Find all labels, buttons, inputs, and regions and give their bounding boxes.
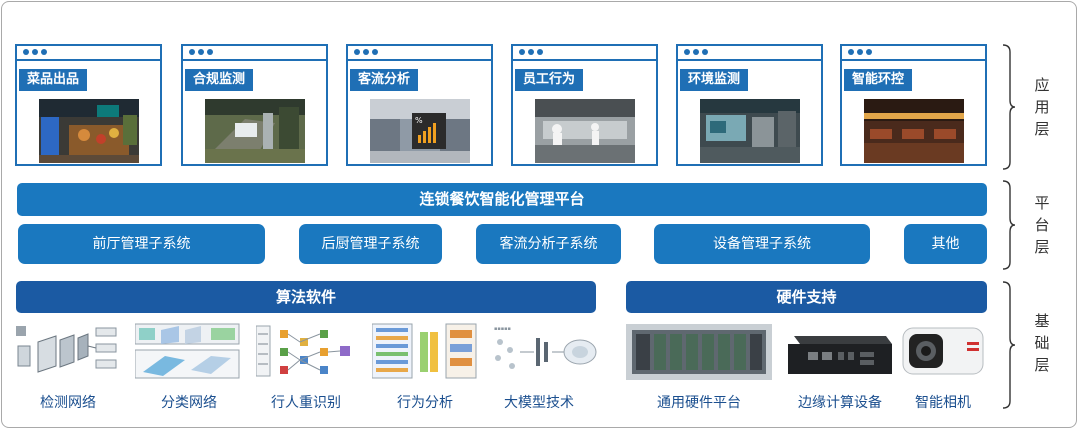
svg-text:%: %: [415, 116, 423, 125]
window-titlebar: [513, 46, 656, 61]
window-titlebar: [678, 46, 821, 61]
window-dot-icon: [207, 49, 213, 55]
application-layer-label: 应用层: [1033, 74, 1051, 140]
algo-label-large-model: 大模型技术: [479, 392, 599, 412]
subsystem-other[interactable]: 其他: [904, 224, 987, 264]
platform-layer-bracket: [1002, 180, 1016, 270]
app-window-traffic[interactable]: 客流分析 %: [346, 44, 493, 166]
application-layer-bracket: [1002, 44, 1016, 170]
window-dot-icon: [684, 49, 690, 55]
edge-device-photo: [786, 326, 894, 376]
env-kitchen-photo: [700, 99, 800, 163]
hw-label-camera: 智能相机: [883, 392, 1003, 412]
hw-label-edge: 边缘计算设备: [780, 392, 900, 412]
window-dot-icon: [537, 49, 543, 55]
app-window-environment[interactable]: 环境监测: [676, 44, 823, 166]
behavior-analysis-figure: [372, 322, 478, 380]
detection-network-figure: [16, 322, 120, 380]
app-label: 智能环控: [844, 69, 912, 91]
foundation-layer-label: 基础层: [1033, 310, 1051, 376]
person-reid-figure: [256, 322, 356, 380]
window-dot-icon: [41, 49, 47, 55]
window-dot-icon: [354, 49, 360, 55]
subsystem-front-hall[interactable]: 前厅管理子系统: [18, 224, 265, 264]
app-window-compliance[interactable]: 合规监测: [181, 44, 328, 166]
window-dot-icon: [528, 49, 534, 55]
algorithm-software-bar: 算法软件: [16, 281, 596, 313]
classification-network-figure: [135, 322, 243, 380]
hw-label-platform: 通用硬件平台: [639, 392, 759, 412]
kitchen-photo: [205, 99, 305, 163]
platform-title-bar: 连锁餐饮智能化管理平台: [17, 183, 987, 216]
algo-label-behavior: 行为分析: [365, 392, 485, 412]
staff-kitchen-photo: [535, 99, 635, 163]
window-dot-icon: [189, 49, 195, 55]
window-dot-icon: [198, 49, 204, 55]
platform-layer-label: 平台层: [1033, 192, 1051, 258]
app-label: 菜品出品: [19, 69, 87, 91]
algo-label-detection: 检测网络: [8, 392, 128, 412]
app-label: 环境监测: [680, 69, 748, 91]
smart-camera-photo: [897, 324, 989, 380]
restaurant-photo: [864, 99, 964, 163]
app-window-climate[interactable]: 智能环控: [840, 44, 987, 166]
hardware-support-bar: 硬件支持: [626, 281, 987, 313]
app-label: 合规监测: [185, 69, 253, 91]
app-window-staff[interactable]: 员工行为: [511, 44, 658, 166]
window-titlebar: [842, 46, 985, 61]
subsystem-traffic-analysis[interactable]: 客流分析子系统: [476, 224, 621, 264]
hardware-chassis-photo: [626, 324, 772, 380]
subsystem-equipment[interactable]: 设备管理子系统: [654, 224, 870, 264]
window-dot-icon: [693, 49, 699, 55]
mall-photo: %: [370, 99, 470, 163]
window-dot-icon: [363, 49, 369, 55]
app-label: 客流分析: [350, 69, 418, 91]
window-titlebar: [183, 46, 326, 61]
algo-label-classification: 分类网络: [129, 392, 249, 412]
app-label: 员工行为: [515, 69, 583, 91]
svg-text:▪▪▪▪▪: ▪▪▪▪▪: [494, 326, 511, 332]
window-dot-icon: [702, 49, 708, 55]
window-titlebar: [17, 46, 160, 61]
algo-label-reid: 行人重识别: [246, 392, 366, 412]
large-model-figure: ▪▪▪▪▪: [490, 322, 600, 380]
window-titlebar: [348, 46, 491, 61]
dining-photo: [39, 99, 139, 163]
window-dot-icon: [23, 49, 29, 55]
window-dot-icon: [372, 49, 378, 55]
app-window-dishes[interactable]: 菜品出品: [15, 44, 162, 166]
foundation-layer-bracket: [1002, 281, 1016, 409]
subsystem-back-kitchen[interactable]: 后厨管理子系统: [299, 224, 442, 264]
window-dot-icon: [866, 49, 872, 55]
window-dot-icon: [32, 49, 38, 55]
window-dot-icon: [857, 49, 863, 55]
window-dot-icon: [848, 49, 854, 55]
window-dot-icon: [519, 49, 525, 55]
